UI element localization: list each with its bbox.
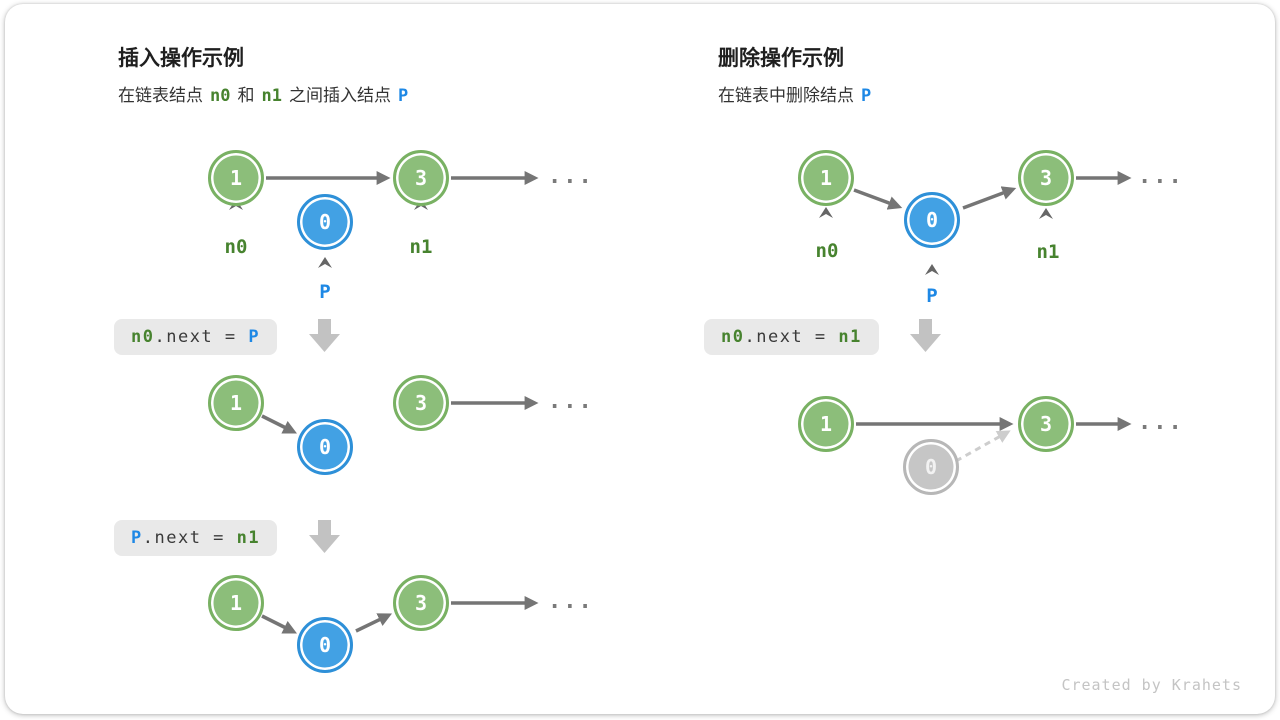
background-card bbox=[5, 4, 1275, 714]
node-value: 0 bbox=[925, 208, 939, 232]
ellipsis: ... bbox=[548, 589, 594, 614]
node-insert3-p: 0 bbox=[297, 617, 353, 673]
node-delete2-n1: 3 bbox=[1018, 396, 1074, 452]
code-delete1: n0.next = n1 bbox=[704, 319, 879, 355]
node-value: 3 bbox=[414, 391, 428, 415]
code-rhs: n1 bbox=[236, 528, 261, 548]
node-value: 3 bbox=[1039, 412, 1053, 436]
node-delete1-n0: 1 bbox=[798, 150, 854, 206]
code-rhs: P bbox=[248, 327, 261, 347]
node-value: 1 bbox=[819, 412, 833, 436]
credit-text: Created by Krahets bbox=[1061, 676, 1242, 694]
insert-subtitle-text: 和 bbox=[237, 86, 255, 105]
insert-subtitle: 在链表结点 n0 和 n1 之间插入结点 P bbox=[118, 81, 415, 106]
node-value: 1 bbox=[819, 166, 833, 190]
pointer-label-n1: n1 bbox=[409, 236, 433, 258]
node-insert1-p: 0 bbox=[297, 194, 353, 250]
ellipsis: ... bbox=[548, 164, 594, 189]
node-value: 3 bbox=[414, 591, 428, 615]
pointer-label-p: P bbox=[926, 285, 938, 307]
code-lhs: n0 bbox=[131, 327, 155, 347]
node-insert1-n0: 1 bbox=[208, 150, 264, 206]
node-insert2-n0: 1 bbox=[208, 375, 264, 431]
ellipsis: ... bbox=[548, 389, 594, 414]
code-mid: .next = bbox=[744, 327, 839, 347]
delete-subtitle: 在链表中删除结点 P bbox=[718, 81, 878, 106]
token-p: P bbox=[397, 86, 409, 106]
node-value: 1 bbox=[229, 591, 243, 615]
code-mid: .next = bbox=[154, 327, 249, 347]
node-delete2-n0: 1 bbox=[798, 396, 854, 452]
node-value: 3 bbox=[1039, 166, 1053, 190]
code-insert1: n0.next = P bbox=[114, 319, 278, 355]
pointer-label-n0: n0 bbox=[224, 236, 248, 258]
node-delete1-p: 0 bbox=[904, 192, 960, 248]
code-lhs: P bbox=[131, 528, 143, 548]
node-value: 0 bbox=[318, 210, 332, 234]
node-insert2-p: 0 bbox=[297, 419, 353, 475]
insert-subtitle-text: 在链表结点 bbox=[118, 86, 203, 105]
node-insert3-n1: 3 bbox=[393, 575, 449, 631]
node-value: 3 bbox=[414, 166, 428, 190]
code-lhs: n0 bbox=[721, 327, 745, 347]
delete-subtitle-text: 在链表中删除结点 bbox=[718, 86, 854, 105]
pointer-label-p: P bbox=[319, 281, 331, 303]
token-n0: n0 bbox=[210, 86, 231, 106]
code-mid: .next = bbox=[142, 528, 237, 548]
pointer-label-n0: n0 bbox=[815, 240, 839, 262]
node-insert3-n0: 1 bbox=[208, 575, 264, 631]
delete-title: 删除操作示例 bbox=[718, 47, 844, 70]
insert-subtitle-text: 之间插入结点 bbox=[288, 86, 391, 105]
ellipsis: ... bbox=[1138, 164, 1184, 189]
pointer-label-n1: n1 bbox=[1036, 241, 1060, 263]
token-n1: n1 bbox=[261, 86, 282, 106]
node-value: 1 bbox=[229, 391, 243, 415]
node-value: 0 bbox=[318, 633, 332, 657]
node-insert2-n1: 3 bbox=[393, 375, 449, 431]
token-p: P bbox=[861, 86, 872, 106]
node-value: 0 bbox=[318, 435, 332, 459]
node-value: 0 bbox=[924, 455, 938, 479]
code-rhs: n1 bbox=[838, 327, 862, 347]
ellipsis: ... bbox=[1138, 410, 1184, 435]
node-delete2-p-removed: 0 bbox=[903, 439, 959, 495]
insert-title: 插入操作示例 bbox=[118, 47, 244, 70]
node-delete1-n1: 3 bbox=[1018, 150, 1074, 206]
node-value: 1 bbox=[229, 166, 243, 190]
node-insert1-n1: 3 bbox=[393, 150, 449, 206]
code-insert2: P.next = n1 bbox=[114, 520, 278, 556]
